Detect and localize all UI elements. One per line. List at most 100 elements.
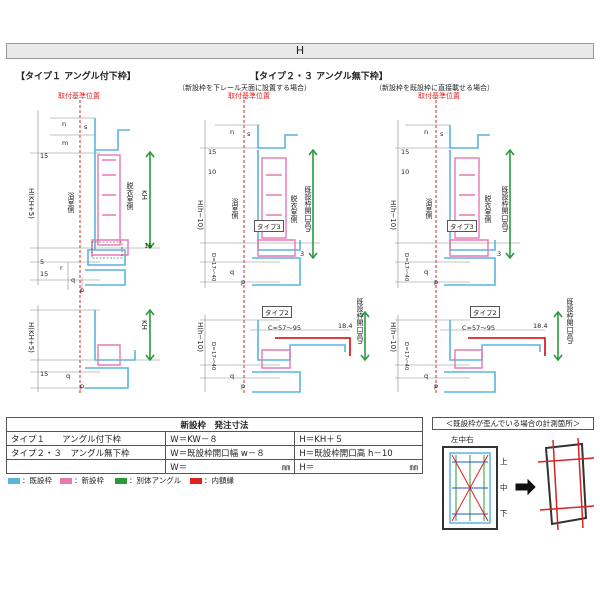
dim-p-3: p: [241, 278, 246, 286]
dim-p-6: p: [434, 382, 439, 390]
dim-184-mid: 18.4: [338, 322, 353, 330]
measure-title: ＜既設枠が歪んでいる場合の計測箇所＞: [432, 417, 594, 430]
dim-m-1: m: [62, 139, 69, 147]
dim-H-kh5-2: H(KH+5): [27, 322, 35, 353]
width-entry-label: W＝: [170, 462, 188, 473]
note-middle: （新設枠を下レール天面に設置する場合）: [178, 84, 311, 92]
kisetsu-h-3: 既設枠開口高h: [304, 186, 312, 233]
dim-D-6: D=17〜40: [403, 342, 409, 371]
type1-width-formula: W＝KW－８: [165, 431, 296, 446]
dim-3-3: 3: [300, 250, 305, 258]
dim-p-1: p: [80, 286, 85, 294]
ref-position-3: 取付基準位置: [418, 92, 460, 100]
type3-label-mid: タイプ3: [254, 220, 284, 232]
kisetsu-h-5: 既設枠開口高h: [501, 186, 509, 233]
legend-angle: ：別体アングル: [115, 475, 181, 486]
dim-n-1: n: [62, 120, 67, 128]
dim-15c-1: 15: [40, 270, 49, 278]
dim-s-5: s: [440, 130, 444, 138]
width-unit: ㎜: [281, 462, 291, 473]
legend-label-angle: ：別体アングル: [129, 476, 182, 485]
measure-mid: 中: [500, 483, 508, 492]
dim-15-5: 15: [401, 148, 410, 156]
table-title: 新設枠 発注寸法: [6, 417, 423, 432]
dim-KH-1: KH: [140, 190, 148, 200]
section-type23-title: 【タイプ２・３ アングル無下枠】: [250, 72, 388, 82]
dim-KH-2: KH: [140, 320, 148, 330]
legend-swatch-new: [60, 478, 72, 484]
dim-3-5: 3: [497, 250, 502, 258]
kisetsu-h-6: 既設枠開口高h: [566, 298, 574, 345]
dim-184-right: 18.4: [533, 322, 548, 330]
dim-n-5: n: [424, 128, 429, 136]
legend-label-new: ：新設枠: [74, 476, 104, 485]
dim-10-5: 10: [401, 168, 410, 176]
dim-q-5: q: [424, 268, 429, 276]
bath-side-1: 浴室側: [67, 192, 75, 213]
dim-D-3: D=17〜40: [210, 253, 216, 282]
legend-label-existing: ：既設枠: [22, 476, 52, 485]
header-title: H: [295, 44, 305, 57]
dim-D-4: D=17〜40: [210, 342, 216, 371]
bath-side-5: 浴室側: [425, 198, 433, 219]
table-row: タイプ１ アングル付下枠 W＝KW－８ H＝KH＋５: [5, 431, 423, 446]
height-entry-label: H＝: [299, 462, 315, 473]
type2-label-mid: タイプ2: [262, 306, 292, 318]
header-bar: H: [6, 43, 594, 59]
dim-C-right: C=57〜95: [462, 324, 496, 332]
dim-q-2: q: [66, 372, 71, 380]
dim-15-1: 15: [40, 152, 49, 160]
type23-height-formula: H＝既設枠開口高 h－10: [294, 445, 423, 460]
type2-label-right: タイプ2: [470, 306, 500, 318]
dim-C-mid: C=57〜95: [268, 324, 302, 332]
dim-s-2: s: [247, 130, 251, 138]
type1-height-formula: H＝KH＋５: [294, 431, 423, 446]
height-entry-cell[interactable]: H＝㎜: [294, 459, 423, 474]
blank-cell: [5, 459, 167, 474]
kisetsu-h-4: 既設枠開口高h: [356, 298, 364, 345]
section-type1-title: 【タイプ１ アングル付下枠】: [16, 72, 136, 82]
dim-H-h10-4: H(h−10): [196, 322, 204, 352]
dim-15-3: 15: [208, 148, 217, 156]
measure-top: 上: [500, 457, 508, 466]
legend-inner: ：内額縁: [190, 475, 234, 486]
dim-15b-1: 15: [144, 242, 153, 250]
ref-position-2: 取付基準位置: [228, 92, 270, 100]
measure-lcr: 左中右: [451, 435, 474, 444]
measure-bot: 下: [500, 509, 508, 518]
order-dimension-table: 新設枠 発注寸法 タイプ１ アングル付下枠 W＝KW－８ H＝KH＋５ タイプ２…: [5, 417, 423, 474]
legend-swatch-existing: [8, 478, 20, 484]
dim-q-4: q: [230, 372, 235, 380]
dim-r-1: r: [60, 264, 63, 272]
dim-H-h10-5: H(h−10): [389, 200, 397, 230]
legend-swatch-angle: [115, 478, 127, 484]
dim-n-2: n: [230, 128, 235, 136]
type23-width-formula: W＝既設枠開口幅 w－８: [165, 445, 296, 460]
dim-H-kh5-1: H(KH+5): [27, 188, 35, 219]
ref-position-1: 取付基準位置: [58, 92, 100, 100]
dim-H-h10-6: H(h−10): [389, 322, 397, 352]
type23-label: タイプ２・３ アングル無下枠: [5, 445, 167, 460]
dim-10-3: 10: [208, 168, 217, 176]
legend-swatch-inner: [190, 478, 202, 484]
dim-5-1: 5: [40, 258, 45, 266]
bath-side-3: 浴室側: [231, 198, 239, 219]
dim-s-1: s: [84, 123, 88, 131]
note-right: （新設枠を既設枠に直接載せる場合）: [375, 84, 494, 92]
dim-q-6: q: [424, 372, 429, 380]
width-entry-cell[interactable]: W＝ ㎜: [165, 459, 296, 474]
type1-label: タイプ１ アングル付下枠: [5, 431, 167, 446]
legend-label-inner: ：内額縁: [204, 476, 234, 485]
dim-D-5: D=17〜40: [403, 253, 409, 282]
dim-p-5: p: [434, 278, 439, 286]
dress-side-5: 脱衣室側: [484, 195, 492, 223]
dress-side-1: 脱衣室側: [126, 182, 134, 210]
dim-15-2: 15: [40, 370, 49, 378]
legend-new: ：新設枠: [60, 475, 104, 486]
dim-q-3: q: [230, 268, 235, 276]
table-row: タイプ２・３ アングル無下枠 W＝既設枠開口幅 w－８ H＝既設枠開口高 h－1…: [5, 445, 423, 460]
legend-existing: ：既設枠: [8, 475, 52, 486]
dim-p-2: p: [80, 382, 85, 390]
table-row: W＝ ㎜ H＝㎜: [5, 459, 423, 474]
